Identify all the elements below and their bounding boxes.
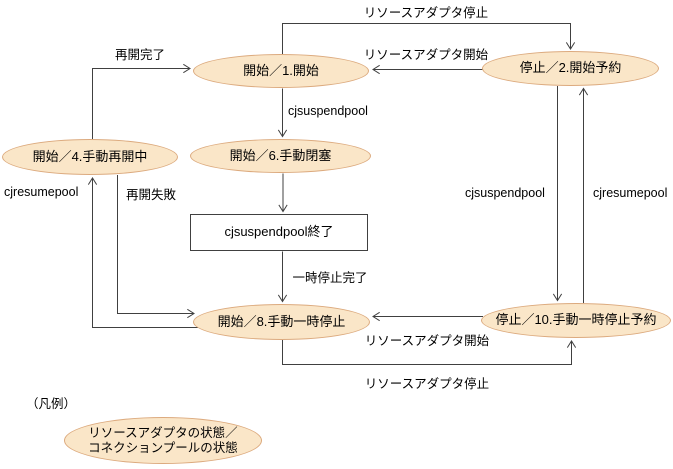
edge-label-resume-fail: 再開失敗: [126, 188, 177, 202]
state-node-start-1: 開始／1.開始: [193, 54, 369, 88]
edge-label-cjresumepool-left: cjresumepool: [4, 185, 79, 199]
edge-label-ra-stop-bottom: リソースアダプタ停止: [364, 377, 490, 391]
legend-line-2: コネクションプールの状態: [88, 440, 238, 455]
process-node-cjsuspendpool-end: cjsuspendpool終了: [190, 214, 368, 251]
state-node-start-4: 開始／4.手動再開中: [2, 139, 178, 175]
edge-ra-stop-bottom: [282, 340, 577, 365]
edge-label-ra-start-bottom: リソースアダプタ開始: [364, 334, 490, 348]
legend-ellipse: リソースアダプタの状態／ コネクションプールの状態: [64, 417, 262, 464]
edge-resume-done: [92, 63, 191, 139]
edge-ra-stop-top: [282, 23, 576, 54]
state-node-start-6: 開始／6.手動閉塞: [190, 139, 371, 173]
edge-label-ra-stop-top: リソースアダプタ停止: [363, 6, 489, 20]
edge-label-cjsuspendpool-mid: cjsuspendpool: [288, 104, 368, 118]
state-node-start-8: 開始／8.手動一時停止: [193, 304, 370, 340]
edge-label-cjresumepool-right: cjresumepool: [593, 186, 668, 200]
edge-label-pause-done: 一時停止完了: [292, 271, 368, 285]
state-node-stop-2: 停止／2.開始予約: [482, 51, 659, 86]
state-node-stop-10: 停止／10.手動一時停止予約: [481, 303, 671, 338]
edge-cjresumepool-8-to-4: [87, 177, 198, 328]
legend-line-1: リソースアダプタの状態／: [88, 426, 238, 441]
edge-label-resume-done: 再開完了: [114, 48, 165, 62]
edge-label-ra-start-top: リソースアダプタ開始: [363, 48, 489, 62]
edge-label-cjsuspendpool-right: cjsuspendpool: [465, 186, 545, 200]
edge-resume-fail-4-to-8: [117, 175, 195, 319]
legend-caption: （凡例）: [26, 397, 77, 411]
